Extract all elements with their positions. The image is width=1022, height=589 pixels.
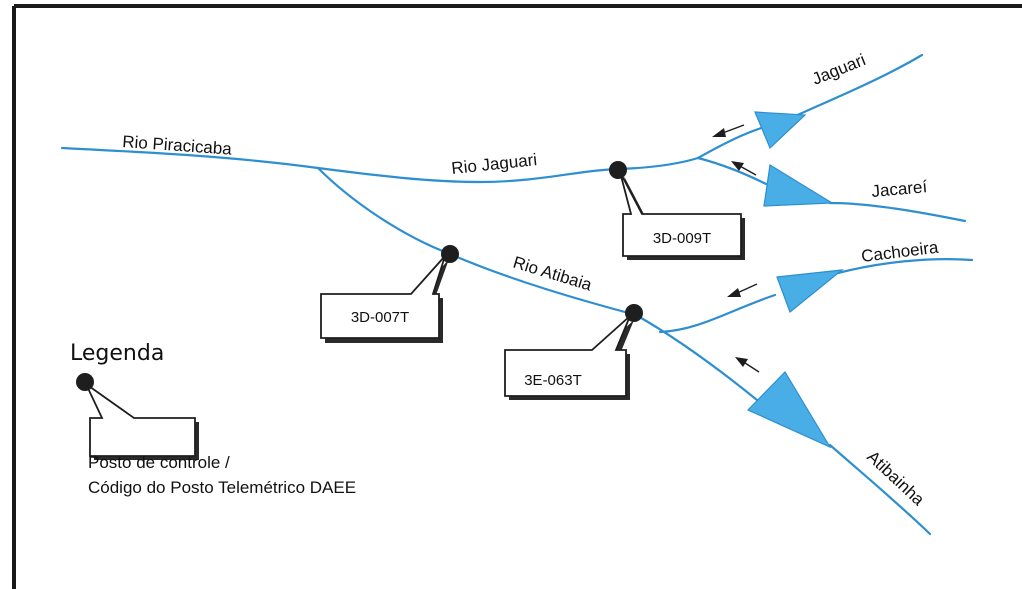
reservoir-cachoeira [776,269,844,313]
river-atibaia [316,166,759,402]
flow-arrow-icon [712,124,745,137]
reservoir-jacarei [763,164,834,207]
river-jacarei [696,156,967,223]
legend-callout [83,381,196,457]
river-jaguari-main [316,156,700,184]
station-callout [320,255,446,339]
river-piracicaba [60,146,320,170]
station-code: 3D-009T [653,230,711,247]
label-jaguari: Jaguari [809,50,868,89]
reservoir-atibainha [746,371,832,449]
river-cachoeira [658,258,974,334]
label-rio-piracicaba: Rio Piracicaba [122,132,233,159]
flow-arrow-icon [735,357,760,373]
station-marker [609,161,627,179]
legend-line-2: Código do Posto Telemétrico DAEE [88,478,356,497]
station-code: 3E-063T [524,372,582,389]
label-rio-atibaia: Rio Atibaia [511,253,595,295]
legend-line-1: Posto de controle / [88,453,230,472]
station-marker [625,304,643,322]
page-frame [12,4,1022,589]
rivers [60,53,974,536]
legend: Legenda Posto de controle / Código do Po… [70,341,356,497]
flow-arrow-icon [731,161,757,176]
label-atibainha: Atibainha [863,447,928,510]
station-callout [619,171,742,257]
label-jacarei: Jacareí [871,177,928,201]
reservoir-jaguari [754,111,807,150]
label-rio-jaguari: Rio Jaguari [450,150,538,178]
river-atibainha [828,443,932,536]
station-callout [504,315,631,397]
station-3e-063t: 3E-063T [504,304,643,400]
station-3d-009t: 3D-009T [609,161,745,260]
station-marker [441,245,459,263]
legend-station-marker [76,373,94,391]
station-3d-007t: 3D-007T [320,245,459,343]
station-code: 3D-007T [351,309,409,326]
flow-arrows [712,124,760,373]
legend-title: Legenda [70,341,164,366]
flow-arrow-icon [727,283,758,297]
